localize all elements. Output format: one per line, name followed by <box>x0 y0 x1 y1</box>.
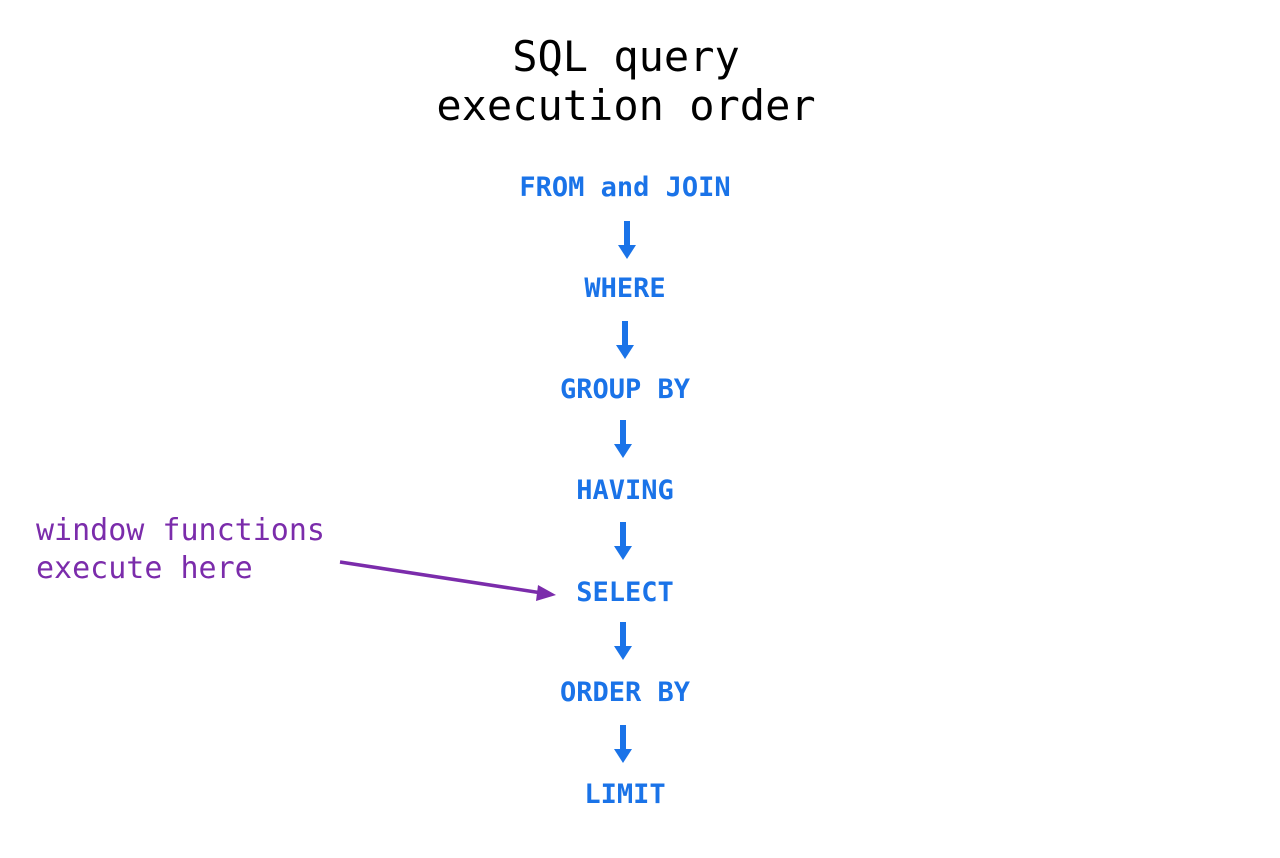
diagram-title-line-1: SQL query <box>512 32 740 81</box>
annotation-text-line-2: execute here <box>36 551 253 586</box>
down-arrow-icon <box>618 221 636 259</box>
down-arrow-icon <box>616 321 634 359</box>
annotation-text-line-1: window functions <box>36 513 325 548</box>
step-having: HAVING <box>576 475 674 506</box>
down-arrow-icon <box>614 522 632 560</box>
annotation-pointer-arrow-icon <box>339 560 556 601</box>
diagram-title-line-2: execution order <box>436 81 816 130</box>
step-from-and-join: FROM and JOIN <box>519 172 731 203</box>
down-arrow-icon <box>614 420 632 458</box>
down-arrow-icon <box>614 622 632 660</box>
step-order-by: ORDER BY <box>559 677 691 708</box>
step-group-by: GROUP BY <box>559 374 691 405</box>
step-select: SELECT <box>576 577 674 608</box>
step-where: WHERE <box>584 273 666 304</box>
down-arrow-icon <box>614 725 632 763</box>
step-limit: LIMIT <box>584 779 666 810</box>
